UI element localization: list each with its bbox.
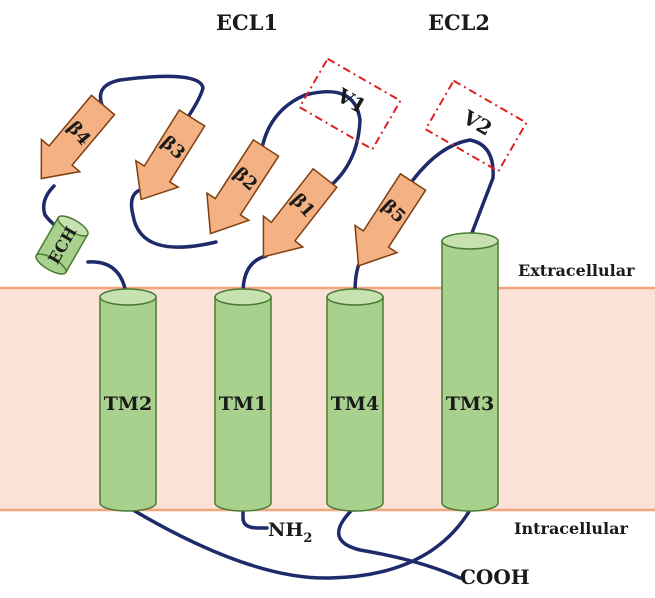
ecl1-header: ECL1 [216,10,278,35]
cooh-label: COOH [460,565,530,589]
nh2-label: NH2 [268,519,312,546]
loops [41,74,495,580]
ech-helix: ECH [35,215,89,275]
tm3-label: TM3 [446,393,494,415]
tm2-helix: TM2 [99,288,157,512]
loop-tm1-beta1 [241,254,268,295]
tm4-label: TM4 [331,393,379,415]
loop-beta1-beta2-v1 [260,89,362,197]
beta3-strand: β3 [134,109,206,201]
loop-tm2-tm3-intracellular [126,505,472,580]
tm3-helix: TM3 [441,232,499,512]
v2-label: V2 [458,105,496,141]
beta2-strand: β2 [206,138,280,235]
v1-label: V1 [332,83,370,119]
tm1-helix: TM1 [214,288,272,512]
loop-beta5-v2-tm3 [411,138,495,240]
loop-tm4-cooh [336,505,462,580]
beta5-strand: β5 [354,172,427,267]
ecl2-header: ECL2 [428,10,490,35]
loop-nterm-tm1 [241,503,269,530]
extracellular-label: Extracellular [518,261,635,280]
tm-helices: TM2 TM1 TM4 TM3 [99,232,499,512]
beta-strands: β4 β3 β2 β1 β5 [40,94,427,267]
beta4-strand: β4 [40,94,116,180]
tm2-label: TM2 [104,393,152,415]
tm1-label: TM1 [219,393,267,415]
nh2-subscript: 2 [303,531,312,546]
beta1-strand: β1 [262,167,338,258]
intracellular-label: Intracellular [514,519,628,538]
tm4-helix: TM4 [326,288,384,512]
variable-regions [298,57,528,173]
nh2-main: NH [268,519,303,541]
loop-beta2-beta3 [129,188,218,249]
loop-beta3-beta4 [98,74,205,128]
loop-ech-tm2 [86,260,128,295]
